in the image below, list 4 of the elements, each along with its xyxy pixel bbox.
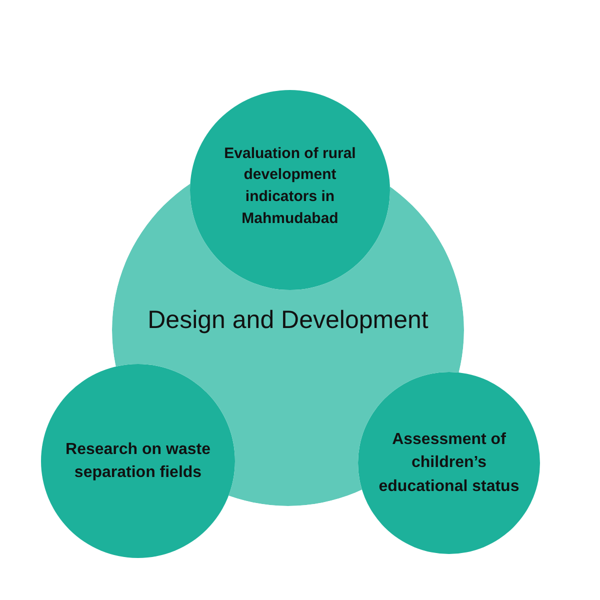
node-label: Evaluation of rural development indicators in Mahmudabad [223,144,357,229]
node-label: Research on waste separation fields [64,440,212,483]
node-label: Design and Development [146,304,430,336]
node-label: Assessment of children’s educational status [378,430,520,497]
